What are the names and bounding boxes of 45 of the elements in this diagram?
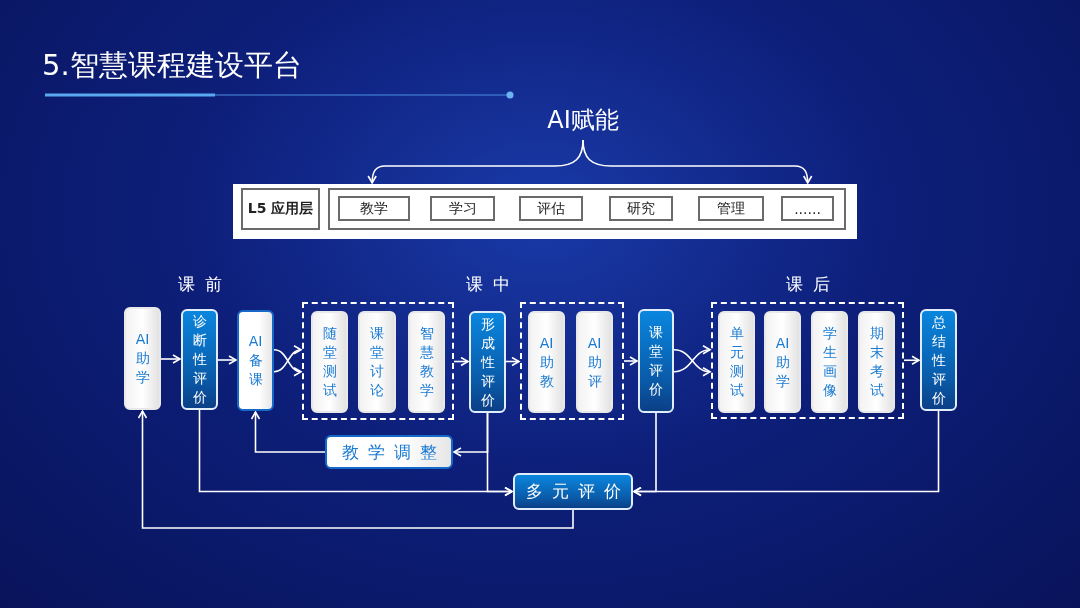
process-box: AI助教 [528,311,565,413]
evaluation-box: 诊断性评价 [181,309,218,410]
panel-background [233,184,857,239]
layer-box: L5 应用层 [241,188,320,230]
arrow [137,410,574,529]
process-box: 学生画像 [811,311,848,413]
process-box: AI备课 [237,310,274,411]
process-box: 智慧教学 [408,311,445,413]
dashed-group [520,302,624,420]
arrow [160,354,181,364]
process-box: 单元测试 [718,311,755,413]
module-box: ...... [781,196,834,221]
dashed-group [711,302,904,419]
arrow [903,355,920,366]
arrow [217,355,237,365]
phase-label: 课前 [178,273,232,296]
arrow [486,412,513,497]
arrow [633,410,940,497]
module-box: 评估 [519,196,583,221]
process-box: 期末考试 [858,311,895,413]
process-box: AI助评 [576,311,613,413]
process-box: 随堂测试 [311,311,348,413]
phase-label: 课中 [466,273,520,296]
evaluation-box: 课堂评价 [638,309,674,413]
process-box: AI助学 [764,311,801,413]
module-box: 学习 [430,196,495,221]
process-box: 课堂讨论 [358,311,396,413]
arrow [453,356,469,367]
module-box: 教学 [338,196,410,221]
adjustment-box: 教学调整 [325,435,453,469]
heading-text: AI赋能 [530,102,636,138]
phase-label: 课后 [786,273,840,296]
slide-title: 5.智慧课程建设平台 [42,47,302,84]
arrow [250,411,326,453]
module-box: 管理 [698,196,764,221]
arrow [582,139,813,184]
arrow [623,356,638,366]
arrow [505,356,520,367]
evaluation-box: 总结性评价 [920,309,957,411]
evaluation-box: 形成性评价 [469,311,506,413]
module-box: 研究 [609,196,673,221]
process-box: AI助学 [124,307,161,410]
layer-frame [328,188,846,230]
dashed-group [302,302,454,420]
evaluation-box: 多元评价 [513,473,633,510]
